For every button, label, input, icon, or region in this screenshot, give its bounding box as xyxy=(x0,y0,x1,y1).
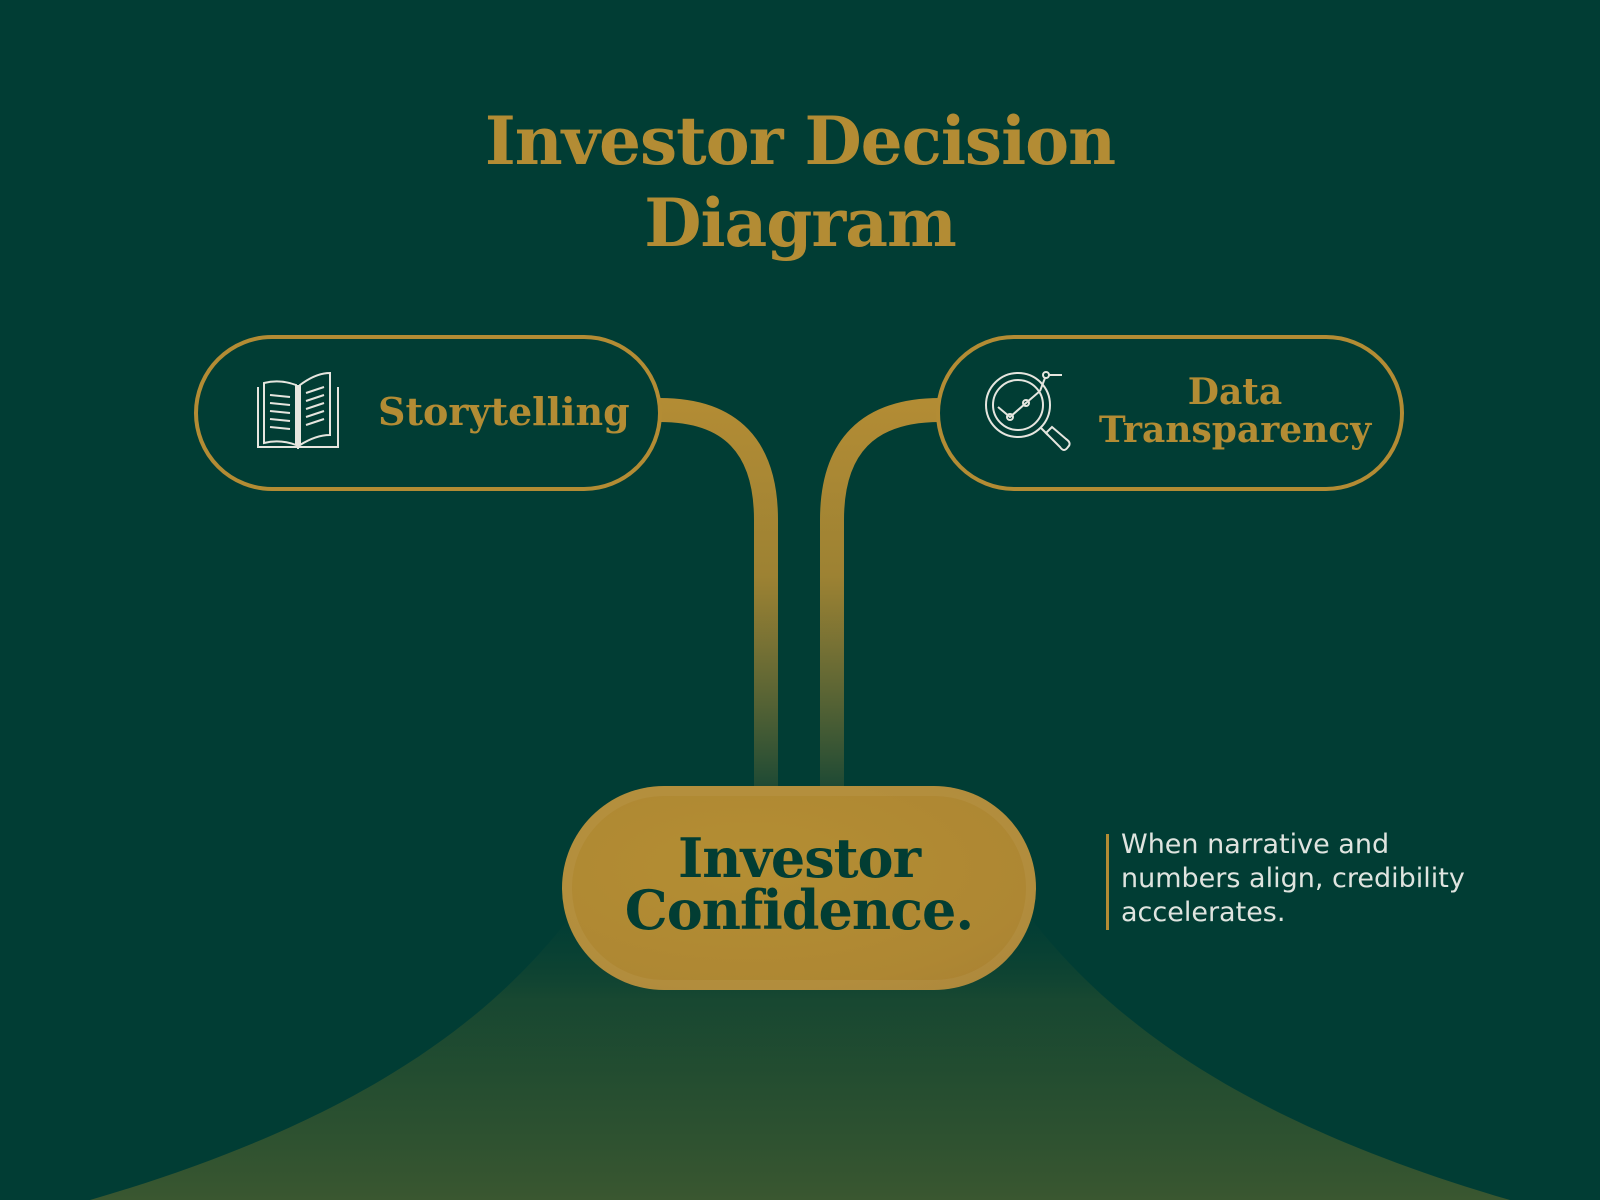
connector-right xyxy=(820,398,941,790)
data-transparency-node: Data Transparency xyxy=(936,335,1404,491)
glow-mound xyxy=(90,890,1510,1200)
investor-confidence-line-2: Confidence. xyxy=(624,878,974,942)
title-line-2: Diagram xyxy=(644,184,957,262)
caption-accent-bar xyxy=(1106,834,1109,930)
storytelling-node: Storytelling xyxy=(194,335,662,491)
investor-confidence-node: Investor Confidence. xyxy=(562,786,1036,990)
title-line-1: Investor Decision xyxy=(484,102,1116,180)
data-transparency-label-line-1: Data xyxy=(1187,371,1283,413)
caption-text: When narrative and numbers align, credib… xyxy=(1121,829,1465,928)
data-transparency-label: Data Transparency xyxy=(1090,373,1380,449)
connector-left xyxy=(659,398,778,790)
investor-confidence-line-1: Investor xyxy=(677,826,921,890)
magnifier-chart-icon xyxy=(985,371,1071,451)
data-transparency-label-line-2: Transparency xyxy=(1098,409,1372,451)
investor-confidence-label: Investor Confidence. xyxy=(562,826,1036,942)
storytelling-label: Storytelling xyxy=(378,389,630,434)
diagram-title: Investor Decision Diagram xyxy=(0,100,1600,264)
open-book-icon xyxy=(257,371,339,449)
